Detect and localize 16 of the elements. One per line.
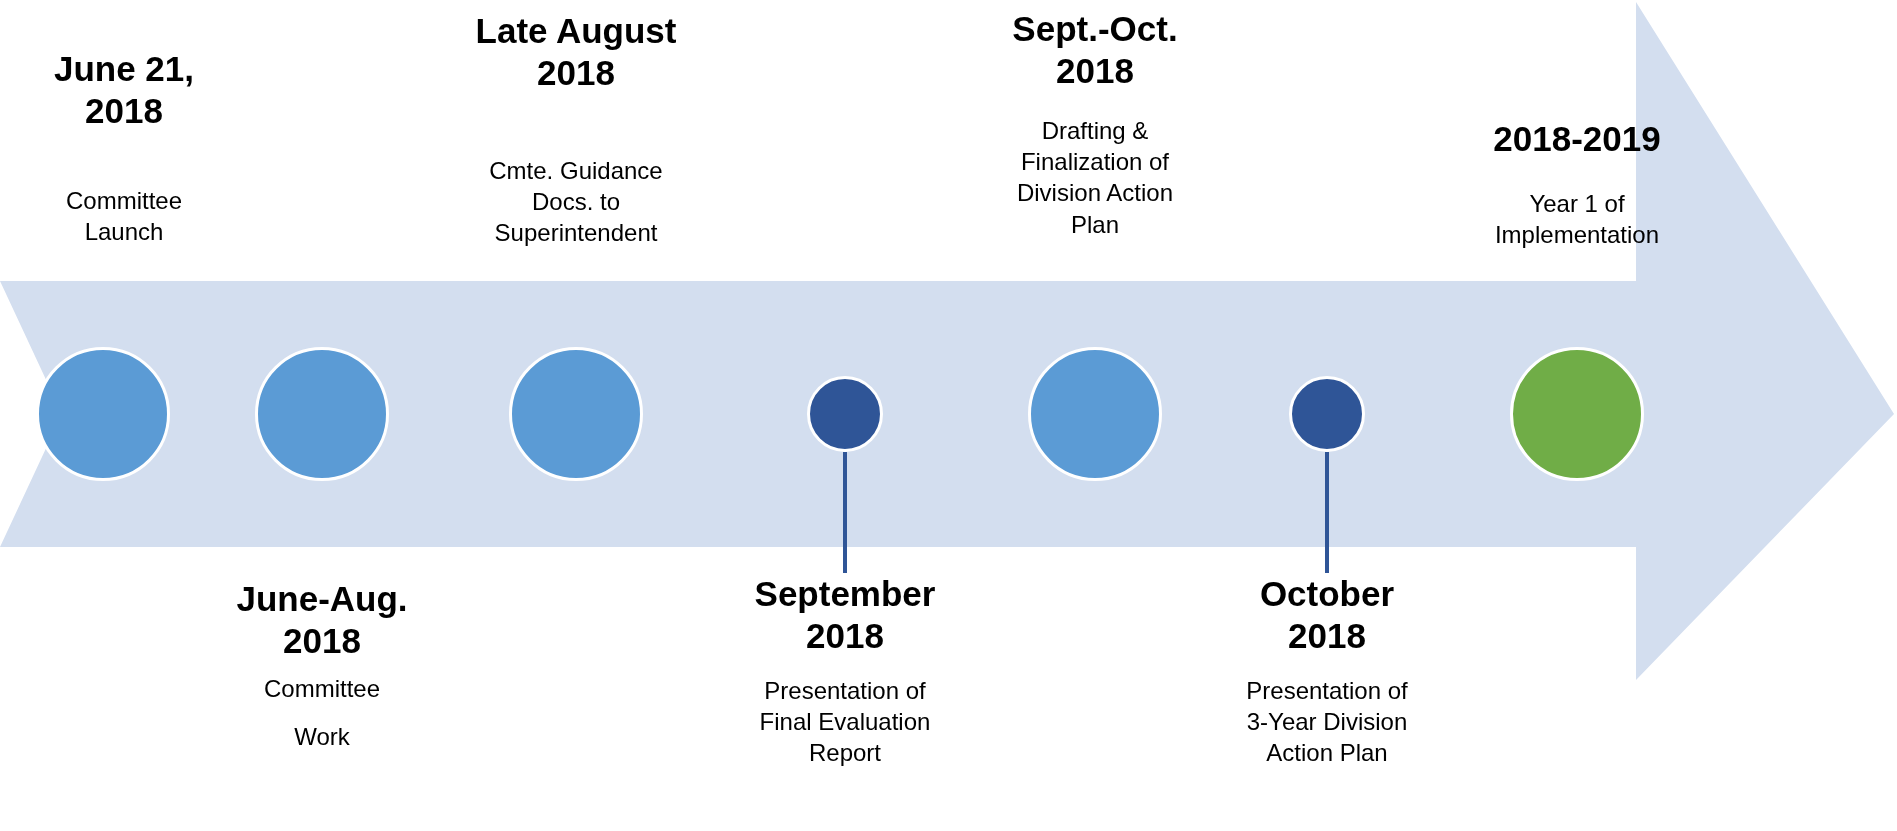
date-heading: October 2018 [1258,573,1396,657]
date-heading: 2018-2019 [1492,118,1662,160]
leader-line [843,452,847,573]
milestone-text: Presentation of Final Evaluation Report [758,676,932,769]
milestone-text: Drafting & Finalization of Division Action Plan [1015,116,1175,240]
milestone-text: Presentation of 3-Year Division Action Plan [1245,676,1409,769]
date-heading: June 21, 2018 [52,48,196,132]
milestone-text: Committee Work [263,674,381,752]
date-heading: June-Aug. 2018 [235,578,409,662]
date-heading: September 2018 [753,573,937,657]
leader-line [1325,452,1329,573]
date-heading: Sept.-Oct. 2018 [1011,8,1179,92]
milestone-text: Committee Launch [65,186,183,248]
milestone-text: Cmte. Guidance Docs. to Superintendent [488,156,664,249]
date-heading: Late August 2018 [474,10,678,94]
milestone-text: Year 1 of Implementation [1493,189,1661,251]
